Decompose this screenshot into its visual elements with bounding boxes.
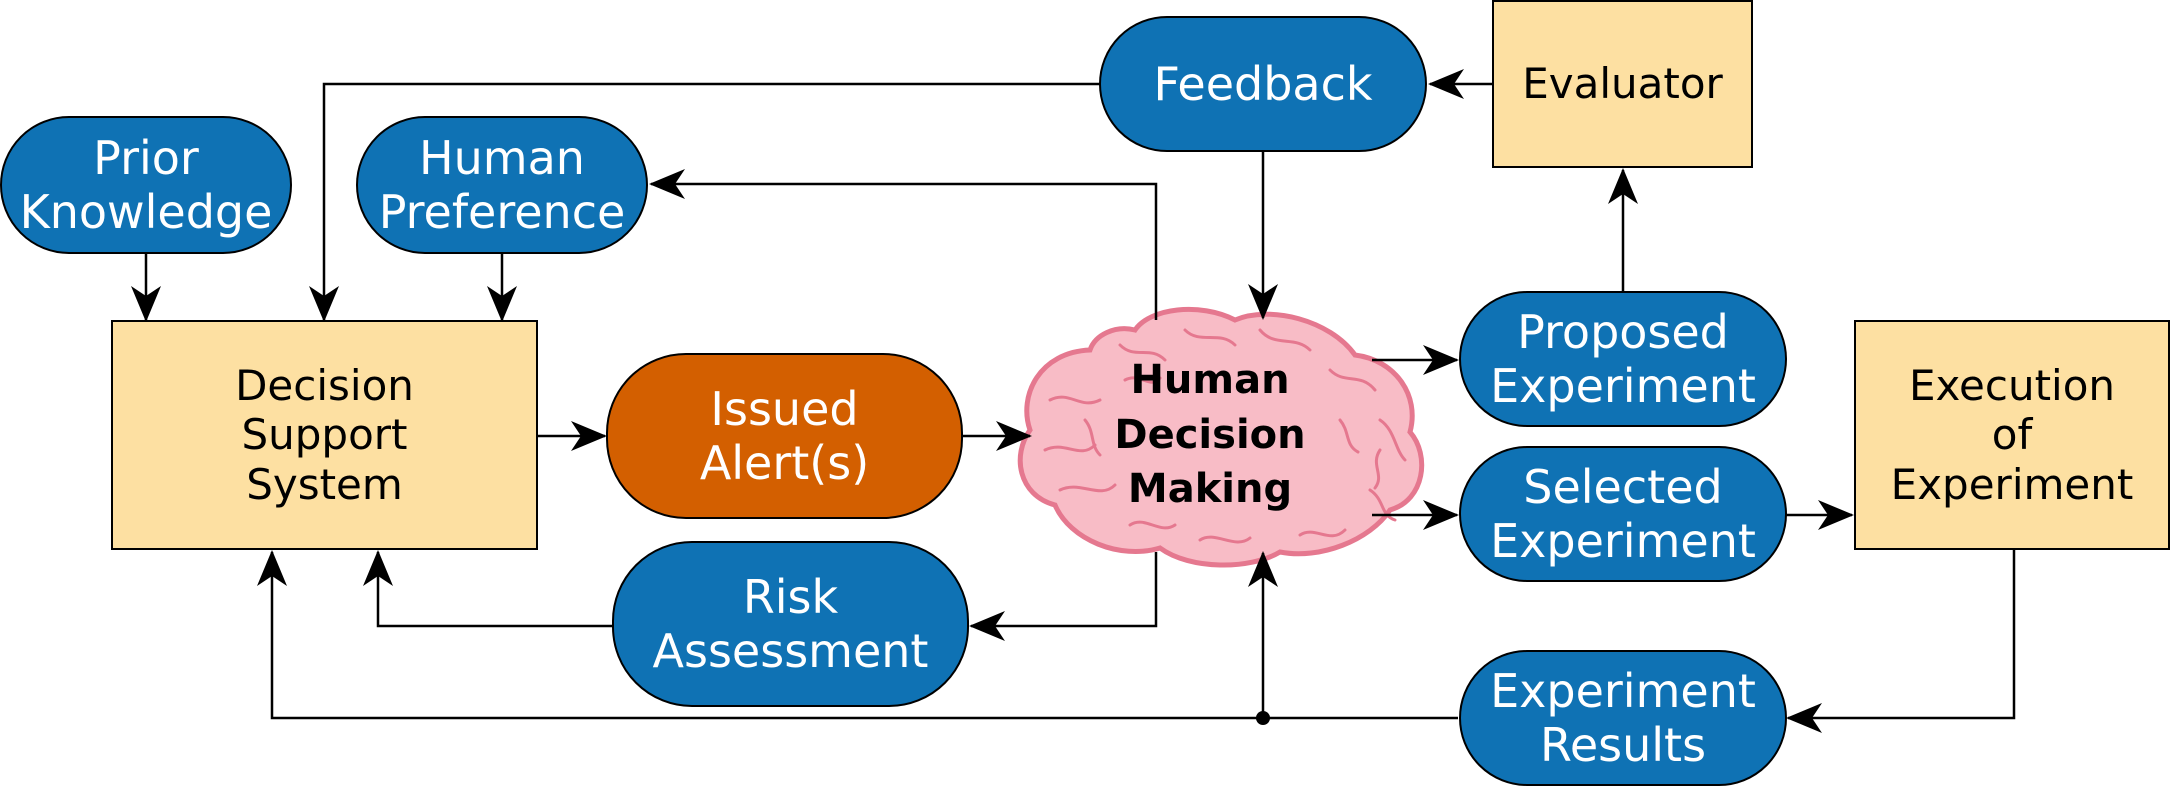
risk-assessment-line-1: Risk xyxy=(742,569,839,624)
edge-brain-to-preference xyxy=(649,169,1158,320)
brain-label-line-3: Making xyxy=(1127,466,1293,513)
evaluator-line-1: Evaluator xyxy=(1522,59,1723,109)
brain-shape xyxy=(1017,306,1425,568)
issued-alerts-line-1: Issued xyxy=(710,381,859,436)
prior-knowledge-line-2: Knowledge xyxy=(19,185,273,239)
risk-assessment-node: Risk Assessment xyxy=(612,541,969,707)
execution-line-3: Experiment xyxy=(1890,459,2134,509)
execution-of-experiment-node: Execution of Experiment xyxy=(1854,320,2170,550)
prior-knowledge-node: Prior Knowledge xyxy=(0,116,292,254)
proposed-experiment-line-2: Experiment xyxy=(1490,359,1756,413)
brain-label-line-2: Decision xyxy=(1114,411,1306,458)
experiment-results-line-1: Experiment xyxy=(1490,663,1756,718)
selected-experiment-line-1: Selected xyxy=(1523,459,1723,514)
proposed-experiment-line-1: Proposed xyxy=(1517,304,1729,359)
execution-line-1: Execution xyxy=(1908,360,2116,410)
dss-line-1: Decision xyxy=(235,360,414,410)
execution-line-2: of xyxy=(1991,410,2033,460)
risk-assessment-line-2: Assessment xyxy=(652,624,929,678)
dss-line-2: Support xyxy=(241,410,408,460)
prior-knowledge-line-1: Prior xyxy=(93,130,199,185)
feedback-node: Feedback xyxy=(1099,16,1427,152)
edge-results-to-dss xyxy=(257,550,1458,720)
edge-execution-to-results xyxy=(1786,550,2016,733)
brain-illustration xyxy=(1017,306,1425,568)
brain-label-line-1: Human xyxy=(1130,357,1290,404)
evaluator-node: Evaluator xyxy=(1492,0,1753,168)
dss-line-3: System xyxy=(246,459,403,509)
proposed-experiment-node: Proposed Experiment xyxy=(1459,291,1787,427)
human-preference-line-1: Human xyxy=(419,130,585,185)
experiment-results-line-2: Results xyxy=(1539,718,1707,772)
issued-alerts-node: Issued Alert(s) xyxy=(606,353,963,519)
brain-folds xyxy=(1043,328,1407,544)
feedback-line-1: Feedback xyxy=(1153,56,1373,111)
edge-feedback-to-dss xyxy=(309,82,1100,322)
experiment-results-node: Experiment Results xyxy=(1459,650,1787,786)
decision-support-system-node: Decision Support System xyxy=(111,320,538,550)
selected-experiment-line-2: Experiment xyxy=(1490,514,1756,568)
human-decision-making-label: Human Decision Making xyxy=(1060,350,1360,520)
issued-alerts-line-2: Alert(s) xyxy=(699,436,870,490)
human-preference-node: Human Preference xyxy=(356,116,648,254)
human-preference-line-2: Preference xyxy=(378,185,626,239)
edge-risk-to-dss xyxy=(363,550,612,628)
selected-experiment-node: Selected Experiment xyxy=(1459,446,1787,582)
edge-brain-to-risk xyxy=(969,552,1158,641)
junction-dot xyxy=(1256,711,1270,725)
